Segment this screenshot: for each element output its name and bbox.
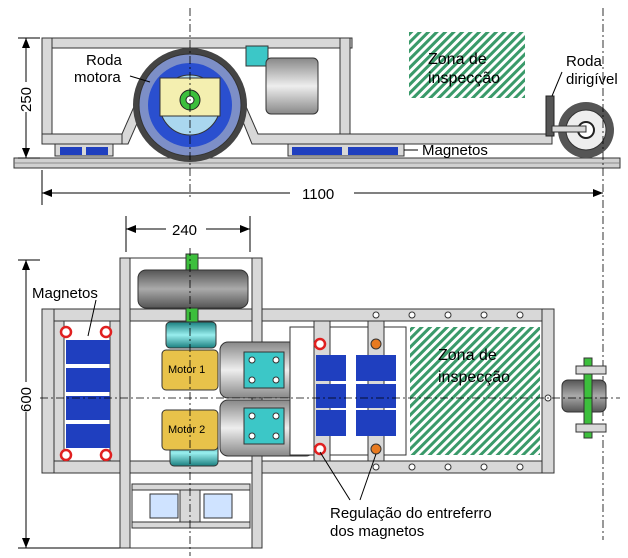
side-zone-label-2: inspecção xyxy=(428,70,500,87)
frame-right-post xyxy=(339,37,351,145)
top-view: 240 600 xyxy=(14,216,620,556)
side-view: Zona de inspecção Roda motora Roda dirig… xyxy=(13,8,621,540)
side-inspection-zone xyxy=(409,32,525,98)
side-zone-label-1: Zona de xyxy=(428,51,487,68)
steer-wheel-label-2: dirigível xyxy=(566,71,618,88)
frame-left-post xyxy=(41,37,53,145)
shaft xyxy=(165,321,217,349)
rivets xyxy=(372,311,552,471)
top-inspection-zone xyxy=(410,327,540,455)
gap-label-2: dos magnetos xyxy=(330,523,424,540)
gap-label-1: Regulação do entreferro xyxy=(330,505,492,522)
steer-wheel-post xyxy=(545,95,555,137)
steer-wheel-label-1: Roda xyxy=(566,53,603,70)
top-magnets-label: Magnetos xyxy=(32,285,98,302)
drive-wheel-label-2: motora xyxy=(74,69,121,86)
dim-250: 250 xyxy=(18,87,35,112)
motor-1-label: Motor 1 xyxy=(168,364,205,376)
motor-2-label: Motor 2 xyxy=(168,424,205,436)
side-motor xyxy=(265,57,319,115)
frame-top xyxy=(41,37,353,49)
top-zone-label-2: inspecção xyxy=(438,369,510,386)
top-zone-label-1: Zona de xyxy=(438,347,497,364)
dim-1100: 1100 xyxy=(302,186,334,203)
drive-wheel-label-1: Roda xyxy=(86,52,123,69)
frame-bottom-left xyxy=(41,133,123,145)
dim-600: 600 xyxy=(18,387,35,412)
side-motor-coupling xyxy=(245,45,269,67)
side-magnets-label: Magnetos xyxy=(422,142,488,159)
dim-240: 240 xyxy=(172,222,197,239)
drive-wheel-top xyxy=(137,269,249,309)
